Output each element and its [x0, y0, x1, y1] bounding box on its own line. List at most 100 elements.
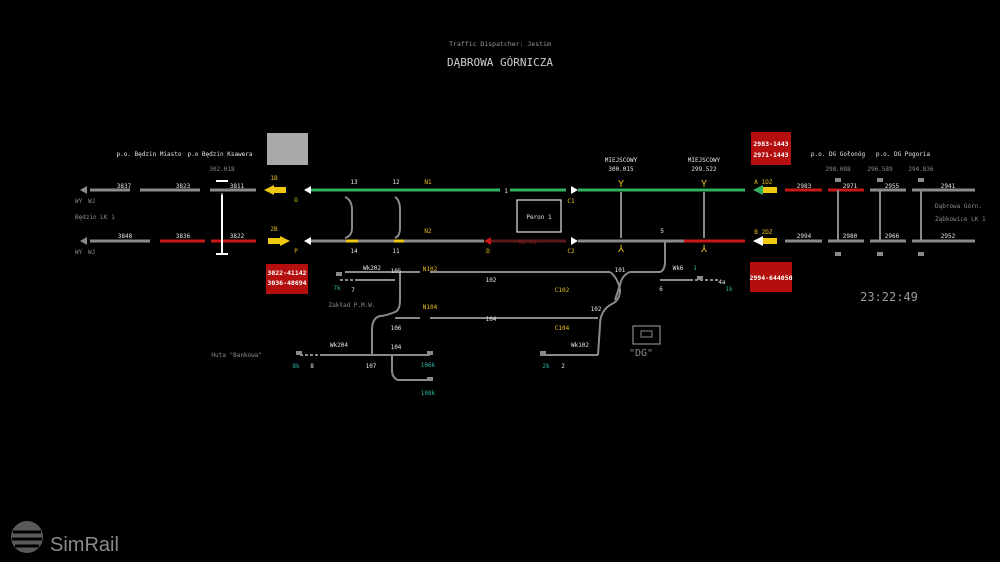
- signal-2k-label: 2k: [542, 363, 550, 370]
- miejscowy-1-lower[interactable]: ⅄: [617, 244, 625, 255]
- wy-label-bottom: WY: [75, 249, 83, 256]
- label-8: 8: [310, 363, 314, 370]
- signal-1B-label: 1B: [270, 175, 278, 182]
- simrail-logo-text: SimRail: [50, 534, 119, 556]
- signal-2DZ[interactable]: [753, 236, 777, 246]
- signal-4a-label: 4a: [718, 279, 726, 286]
- station-zabkowice-lk1: Ząbkowice LK 1: [935, 216, 986, 223]
- signal-C1-head[interactable]: [571, 186, 578, 194]
- label-106: 106: [391, 325, 402, 332]
- miejscowy-2-km: 299.522: [691, 166, 717, 173]
- km-296: 296.589: [867, 166, 893, 173]
- train-box-right-top-1: 2983-1443: [753, 140, 788, 148]
- station-bedzin-lk1: Będzin LK 1: [75, 214, 115, 221]
- signal-1k-label: 1k: [725, 286, 733, 293]
- train-box-left-2: 3036-48694: [267, 279, 306, 287]
- station-dabrowa-gorn: Dąbrowa Górn.: [935, 203, 982, 210]
- signal-C2-head[interactable]: [571, 237, 578, 245]
- platform-1[interactable]: [516, 199, 562, 233]
- signal-8k-label: 8k: [292, 363, 300, 370]
- station-zaklad-pmw: Zakład P.M.W.: [329, 302, 376, 309]
- train-box-left[interactable]: [266, 264, 308, 294]
- signal-N2-head[interactable]: [304, 237, 311, 245]
- label-13: 13: [350, 179, 358, 186]
- track-end-left-1: [80, 186, 87, 194]
- yard-tracks: [300, 271, 720, 381]
- label-6: 6: [659, 286, 663, 293]
- signal-A-label: A: [754, 179, 758, 186]
- label-105: 105: [391, 268, 402, 275]
- label-2971: 2971: [843, 183, 858, 190]
- label-2994: 2994: [797, 233, 812, 240]
- miejscowy-1-signal[interactable]: Y: [618, 179, 624, 190]
- simrail-logo-icon: [11, 521, 43, 553]
- wj-label-bottom: WJ: [88, 249, 95, 256]
- station-bedzin-ksawera: p.o Będzin Ksawera: [187, 151, 252, 158]
- train-box-right-bottom[interactable]: [750, 262, 792, 292]
- label-2952: 2952: [941, 233, 956, 240]
- label-7: 7: [351, 287, 355, 294]
- label-2983: 2983: [797, 183, 812, 190]
- signal-N1-head[interactable]: [304, 186, 311, 194]
- station-dg-golonog: p.o. DG Gołonóg: [811, 151, 866, 158]
- signal-1B[interactable]: [264, 185, 286, 195]
- train-box-right-bottom-1: 2994-644050: [749, 274, 792, 282]
- train-box-right-top-2: 2971-1443: [753, 151, 788, 159]
- km-298: 298.088: [825, 166, 851, 173]
- km-302: 302.018: [209, 166, 235, 173]
- label-2941: 2941: [941, 183, 956, 190]
- signal-C104-label: C104: [555, 325, 570, 332]
- wy-label-top: WY: [75, 198, 83, 205]
- miejscowy-2-signal[interactable]: Y: [701, 179, 707, 190]
- signal-N104-label: N104: [423, 304, 438, 311]
- signal-108k-label: 108k: [421, 390, 436, 397]
- label-2980: 2980: [843, 233, 858, 240]
- label-2966: 2966: [885, 233, 900, 240]
- signal-D-head[interactable]: [484, 237, 491, 245]
- label-5: 5: [660, 228, 664, 235]
- station-indicator-box[interactable]: [267, 133, 308, 165]
- label-14: 14: [350, 248, 358, 255]
- station-huta-bankowa: Huta "Bankowa": [211, 352, 262, 359]
- platform-1-label: Peron 1: [526, 214, 552, 221]
- label-3822: 3822: [230, 233, 245, 240]
- signal-1DZ-label: 1DZ: [762, 179, 773, 186]
- shunt-markers: [296, 178, 924, 381]
- label-104: 104: [486, 316, 497, 323]
- train-box-right-top[interactable]: [751, 132, 791, 165]
- label-107: 107: [366, 363, 377, 370]
- signal-C102-label: C102: [555, 287, 570, 294]
- station-title: DĄBROWA GÓRNICZA: [447, 56, 553, 69]
- label-104b: 104: [391, 344, 402, 351]
- dg-panel-inner: [640, 330, 653, 338]
- label-3837: 3837: [117, 183, 132, 190]
- signal-2B[interactable]: [268, 236, 290, 246]
- label-2955: 2955: [885, 183, 900, 190]
- signal-2DZ-label: 2DZ: [762, 229, 773, 236]
- signal-2B-label: 2B: [270, 226, 278, 233]
- km-294: 294.836: [908, 166, 934, 173]
- label-102: 102: [486, 277, 497, 284]
- signal-N102-label: N102: [423, 266, 438, 273]
- signal-P-label: P: [294, 248, 298, 255]
- signal-7k-label: 7k: [333, 285, 341, 292]
- signal-D-label: D: [486, 248, 490, 255]
- signal-O-label: O: [294, 197, 298, 204]
- label-3848: 3848: [118, 233, 133, 240]
- label-11: 11: [392, 248, 400, 255]
- label-3823: 3823: [176, 183, 191, 190]
- signal-C1-label: C1: [567, 198, 575, 205]
- dg-panel-icon[interactable]: [632, 325, 661, 345]
- label-Wk102: Wk102: [571, 342, 589, 349]
- dg-label: "DG": [629, 348, 653, 359]
- occupied-track-label: N2-01: [519, 239, 537, 246]
- label-3836: 3836: [176, 233, 191, 240]
- label-12: 12: [392, 179, 400, 186]
- label-track-1: 1: [504, 188, 508, 195]
- signal-N2-label: N2: [424, 228, 432, 235]
- miejscowy-2-lower[interactable]: ⅄: [700, 244, 708, 255]
- label-2: 2: [561, 363, 565, 370]
- signal-1DZ[interactable]: [753, 185, 777, 195]
- label-Wk6: Wk6: [673, 265, 684, 272]
- clock: 23:22:49: [860, 290, 918, 304]
